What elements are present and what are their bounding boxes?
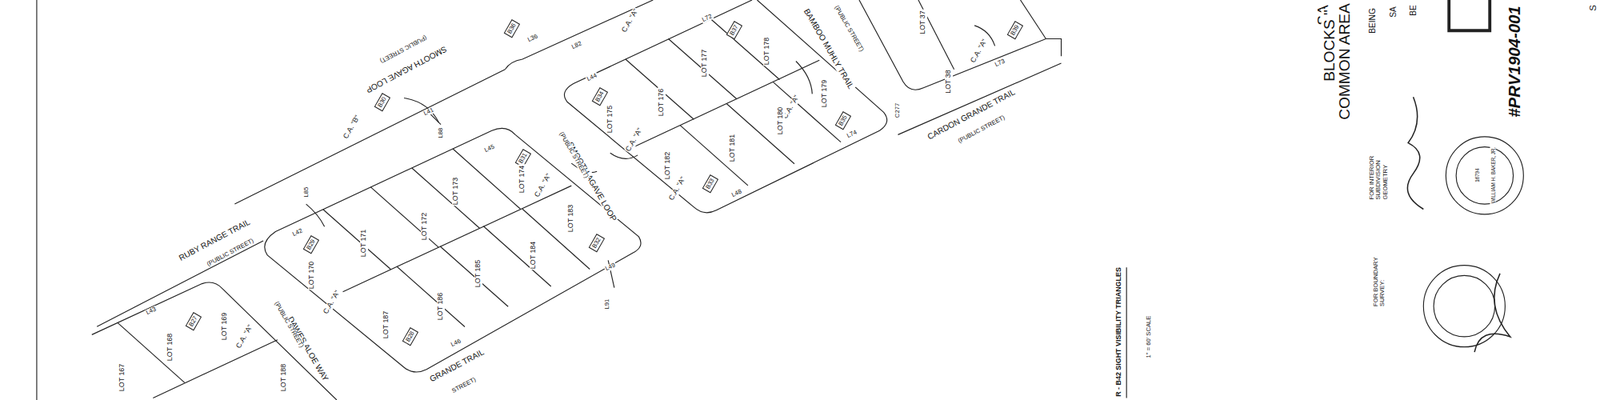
title-fragment: BEING (1368, 7, 1377, 35)
lot-label: LOT 178 (763, 36, 772, 67)
callout-number: B28 (404, 329, 416, 343)
lot-label: LOT 179 (820, 79, 829, 109)
line-tag: L82 (569, 40, 584, 52)
callout-number: B36 (505, 21, 518, 35)
callout-box: B29 (303, 236, 320, 255)
callout-number: B33 (704, 176, 716, 190)
line-tag: L43 (144, 305, 158, 317)
lot-label: LOT 37 (919, 9, 928, 36)
lot-label: LOT 170 (308, 260, 316, 291)
callout-box: B36 (504, 19, 521, 38)
lot-label: LOT 180 (776, 105, 785, 136)
seal-number: 16794 (1473, 168, 1480, 184)
lot-label: LOT 188 (280, 363, 288, 393)
callout-box: B34 (592, 88, 609, 107)
line-tag: L45 (483, 143, 497, 155)
lot-label: LOT 169 (220, 312, 229, 342)
lot-label: LOT 167 (118, 363, 127, 393)
lot-label: LOT 173 (452, 176, 460, 206)
callout-box: B39 (1007, 21, 1024, 40)
callout-box: B27 (185, 312, 203, 331)
callout-box: B32 (588, 233, 606, 252)
certification-note: FOR BOUNDARY SURVEY: (1372, 254, 1387, 308)
line-tag: L41 (421, 106, 436, 118)
lot-label: LOT 38 (944, 68, 953, 95)
certification-note: FOR INTERIOR SUBDIVISION GEOMETRY (1369, 136, 1390, 201)
line-tag: L74 (845, 128, 860, 140)
callout-box: B35 (834, 111, 852, 130)
lot-label: LOT 185 (474, 259, 483, 289)
street-name: RUBY RANGE TRAIL (176, 216, 252, 263)
callout-number: B27 (187, 314, 200, 328)
callout-number: B29 (304, 238, 317, 252)
common-area-tag: C.A. "A" (969, 37, 991, 65)
line-tag: L85 (302, 185, 309, 198)
line-tag: L88 (437, 126, 444, 139)
lot-label: LOT 182 (664, 150, 673, 180)
lot-label: LOT 181 (728, 133, 737, 164)
street-name: SMOOTH AGAVE LOOP (363, 44, 448, 96)
title-fragment: SA (1389, 6, 1399, 20)
sheet-title: R - B42 SIGHT VISIBILITY TRIANGLES (1115, 266, 1124, 398)
lot-label: LOT 174 (518, 164, 527, 195)
callout-box: B37 (726, 21, 744, 40)
line-tag: L44 (584, 72, 599, 84)
lot-label: LOT 187 (383, 309, 392, 340)
callout-box: B30 (374, 92, 392, 112)
lot-label: LOT 186 (436, 291, 445, 321)
line-tag: L91 (604, 298, 611, 311)
title-fragment: S (1587, 4, 1598, 12)
lot-label: LOT 168 (166, 332, 175, 362)
street-note: (PUBLIC STREET) (556, 130, 590, 180)
street-note: (PUBLIC STREET) (832, 4, 866, 54)
lot-label: LOT 177 (700, 48, 709, 79)
seal-name: WILLIAM H. BAKER, JR. (1490, 146, 1496, 205)
line-tag: L72 (700, 12, 714, 24)
callout-number: B32 (590, 236, 603, 249)
scale-note: 1" = 60' SCALE (1145, 315, 1152, 360)
title-fragment: COMMON AREA (1336, 2, 1354, 121)
callout-box: B33 (701, 174, 719, 193)
callout-number: B30 (376, 95, 388, 108)
callout-number: B34 (593, 90, 606, 104)
callout-number: B37 (728, 24, 740, 37)
title-fragment: BLOCKS " (1320, 9, 1338, 84)
callout-number: B35 (836, 113, 849, 127)
callout-box: B28 (401, 327, 419, 346)
callout-number: B39 (1008, 24, 1021, 37)
curve-tag: C277 (894, 102, 901, 119)
lot-label: LOT 171 (360, 228, 368, 258)
line-tag: L46 (449, 337, 464, 349)
common-area-tag: C.A. "A" (624, 126, 646, 154)
project-number: #PRV1904-001 (1505, 4, 1524, 118)
lot-label: LOT 183 (567, 204, 576, 234)
lot-label: LOT 175 (606, 104, 615, 135)
line-tag: L36 (525, 33, 540, 45)
common-area-tag: C.A. "A" (620, 6, 641, 34)
lot-label: LOT 172 (420, 212, 429, 242)
common-area-tag: C.A. "A" (234, 323, 256, 351)
callout-number: B31 (516, 151, 529, 164)
common-area-tag: C.A. "B" (341, 113, 363, 141)
line-tag: L42 (291, 227, 305, 239)
lot-label: LOT 184 (529, 240, 538, 271)
title-fragment: BE (1408, 4, 1418, 17)
lot-label: LOT 176 (657, 87, 666, 117)
street-note: STREET) (450, 376, 479, 396)
